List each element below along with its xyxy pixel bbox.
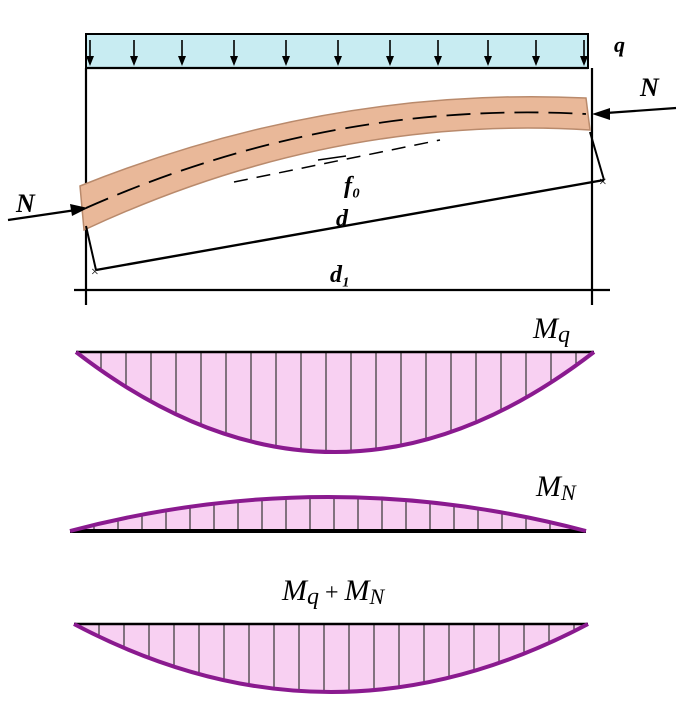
combined-label: Mq + MN: [281, 574, 386, 610]
axial-force-right: [592, 106, 677, 120]
mn-label: MN: [535, 470, 577, 505]
load-arrows: [86, 40, 588, 66]
chord-x-left: ×: [90, 265, 99, 280]
axial-force-left-label: N: [15, 189, 36, 218]
axial-force-right-label: N: [639, 73, 660, 102]
left-arrowhead: [70, 204, 88, 216]
axial-force-left: [7, 204, 88, 222]
deflection-marker: [317, 155, 347, 161]
deflection-reference-line: [233, 139, 441, 183]
mq-label: Mq: [532, 312, 570, 348]
load-arrow: [86, 40, 94, 66]
mn-hatching: [93, 497, 575, 531]
load-arrow: [484, 40, 492, 66]
chord-line: [95, 178, 605, 272]
load-arrow: [130, 40, 138, 66]
combined-curve: [73, 622, 589, 694]
load-arrow: [434, 40, 442, 66]
distributed-load: [85, 33, 589, 69]
chord-x-right: ×: [598, 175, 607, 190]
right-arrowhead: [592, 108, 610, 120]
load-arrow: [178, 40, 186, 66]
mn-diagram: [69, 495, 587, 533]
load-label: q: [614, 32, 625, 57]
load-arrow: [230, 40, 238, 66]
geometry-lines: [85, 131, 605, 272]
load-arrow: [580, 40, 588, 66]
mq-hatching: [100, 352, 577, 452]
mq-curve: [74, 350, 596, 454]
load-arrow: [334, 40, 342, 66]
left-link: [85, 225, 97, 271]
load-arrow: [532, 40, 540, 66]
load-arrow: [386, 40, 394, 66]
combined-diagram: [73, 622, 589, 694]
combined-hatching: [98, 624, 575, 692]
initial-deflection-label: f₀: [344, 173, 360, 199]
span-label: d₁: [330, 262, 350, 288]
bowed-member: [79, 96, 591, 232]
right-link: [589, 131, 605, 181]
mq-diagram: [74, 350, 596, 454]
mn-curve: [69, 495, 587, 533]
frame: [74, 66, 610, 305]
chord-label: d: [336, 206, 349, 232]
load-arrow: [282, 40, 290, 66]
member-centerline: [85, 111, 587, 209]
